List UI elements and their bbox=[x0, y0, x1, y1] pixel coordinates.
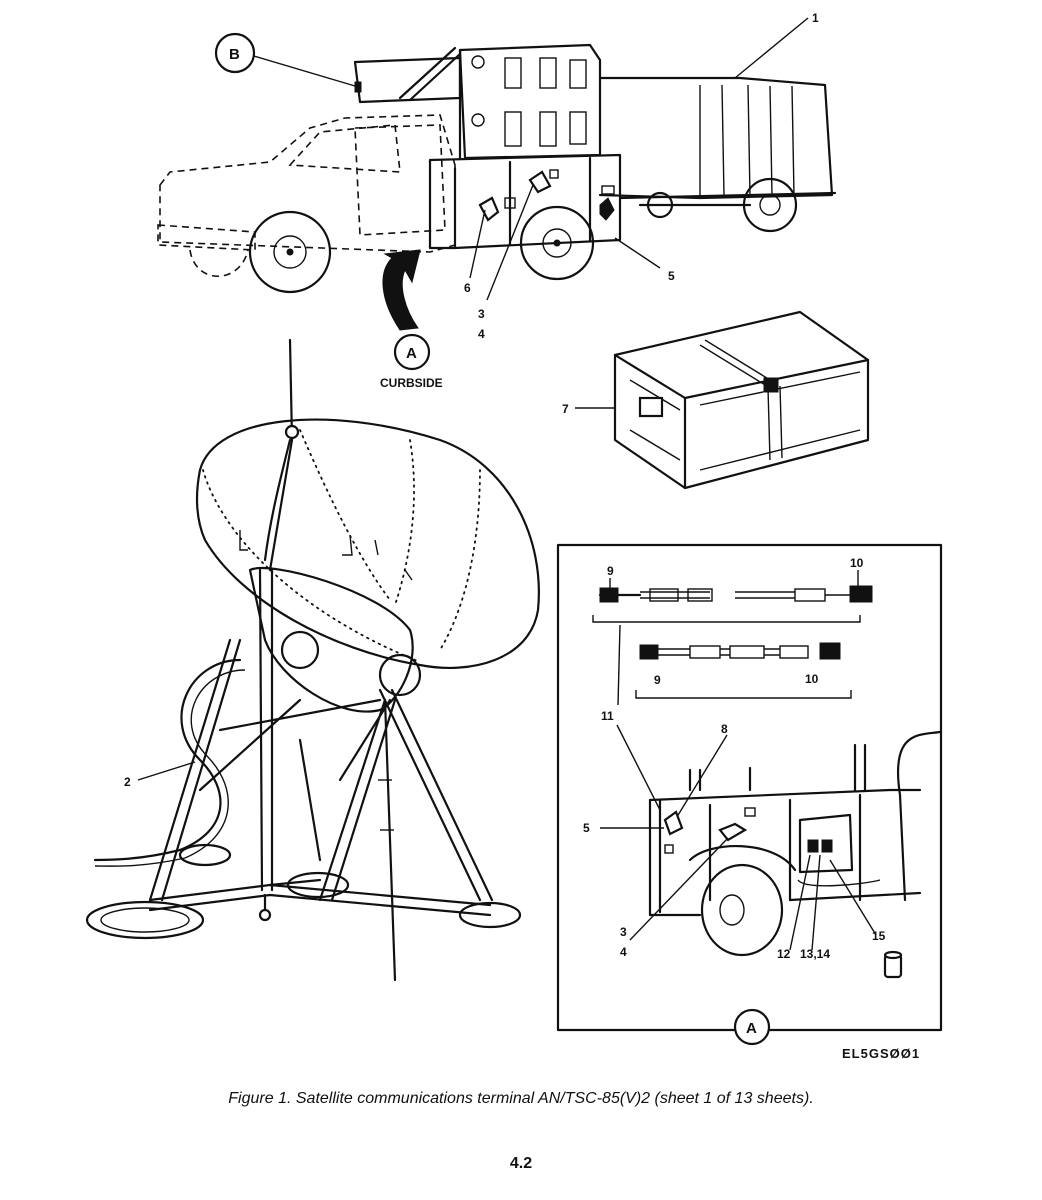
transit-case bbox=[613, 310, 870, 490]
inset-callout-13-14: 13,14 bbox=[800, 947, 830, 961]
detail-a-label: A bbox=[406, 345, 417, 362]
detail-b-label: B bbox=[229, 46, 240, 63]
inset-callout-3: 3 bbox=[620, 925, 627, 939]
detail-a-inset-marker bbox=[733, 1008, 771, 1046]
inset-callout-10b: 10 bbox=[805, 672, 819, 686]
curbside-label: CURBSIDE bbox=[380, 376, 443, 390]
inset-callout-11: 11 bbox=[601, 709, 614, 723]
inset-callout-8: 8 bbox=[721, 722, 728, 736]
callout-1: 1 bbox=[812, 11, 819, 25]
callout-5: 5 bbox=[668, 269, 675, 283]
detail-a-marker bbox=[393, 333, 431, 371]
drawing-code: EL5GSØØ1 bbox=[842, 1046, 920, 1061]
callout-6: 6 bbox=[464, 281, 471, 295]
inset-callout-9b: 9 bbox=[654, 673, 661, 687]
inset-callout-10a: 10 bbox=[850, 556, 864, 570]
detail-a-inset-label: A bbox=[746, 1020, 757, 1037]
inset-callout-5: 5 bbox=[583, 821, 590, 835]
labels: 1 5 6 3 4 7 2 B A CURBSIDE 9 10 9 10 11 … bbox=[124, 11, 920, 1061]
inset-callout-9a: 9 bbox=[607, 564, 614, 578]
trailer bbox=[598, 76, 837, 233]
page-number: 4.2 bbox=[509, 1155, 533, 1172]
callout-7: 7 bbox=[562, 402, 569, 416]
detail-b-marker bbox=[214, 32, 256, 74]
inset-detail-a bbox=[556, 543, 943, 1046]
inset-callout-4: 4 bbox=[620, 945, 627, 959]
callout-2: 2 bbox=[124, 775, 131, 789]
antenna-assembly bbox=[85, 338, 540, 982]
leader-lines bbox=[137, 17, 809, 781]
inset-callout-15: 15 bbox=[872, 929, 886, 943]
figure-caption: Figure 1. Satellite communications termi… bbox=[228, 1090, 814, 1107]
callout-4: 4 bbox=[478, 327, 485, 341]
callout-3: 3 bbox=[478, 307, 485, 321]
curbside-arrow bbox=[382, 249, 431, 371]
inset-callout-12: 12 bbox=[777, 947, 791, 961]
truck-with-shelter bbox=[157, 43, 622, 294]
